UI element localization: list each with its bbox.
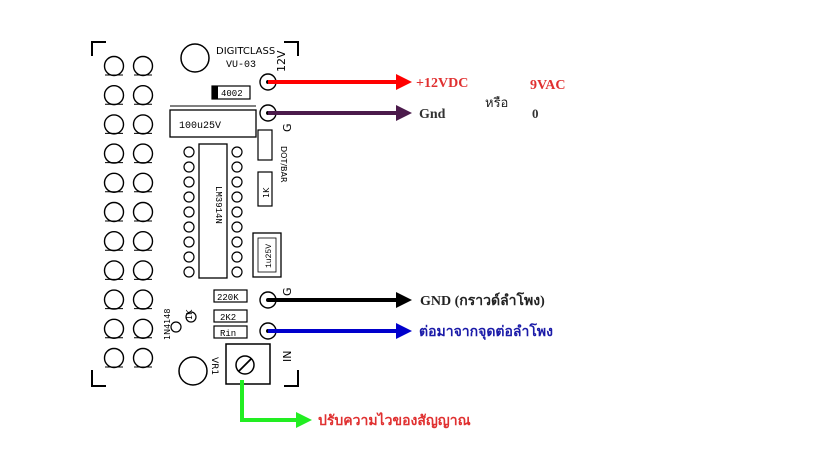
ic-pad: [183, 236, 195, 248]
or-label: หรือ: [485, 95, 508, 111]
ac-value-label: 9VAC: [530, 78, 566, 93]
diode-1n4148-pad: [170, 321, 182, 333]
resistor-220k-label: 220K: [217, 293, 239, 303]
led: [132, 289, 154, 310]
led: [132, 55, 154, 77]
led: [132, 230, 154, 252]
led: [103, 230, 125, 252]
led: [132, 143, 154, 164]
mounting-hole-bottom: [178, 356, 208, 386]
led: [103, 114, 125, 135]
led: [103, 289, 125, 310]
brand-text: DIGITCLASS: [216, 46, 275, 57]
ic-label: LM3914N: [213, 186, 223, 224]
led: [132, 318, 154, 339]
pin-g-bottom-label: G: [281, 287, 294, 296]
resistor-rin-label: Rin: [220, 329, 236, 339]
led: [103, 143, 125, 164]
wire-green: [240, 380, 312, 428]
led: [103, 84, 125, 106]
ic-pad: [231, 146, 243, 158]
resistor-1k-left-pad: [185, 311, 197, 323]
resistor-1k-mid: [257, 171, 273, 207]
potentiometer-knob: [235, 355, 255, 375]
ic-pad: [183, 221, 195, 233]
mounting-hole-top: [180, 43, 210, 73]
led: [132, 260, 154, 281]
capacitor-1u-label: 1u25V: [265, 244, 274, 268]
resistor-1k-mid-label: 1K: [262, 187, 271, 198]
potentiometer-body: [225, 343, 271, 385]
board-outline: [91, 41, 299, 387]
pin-in-label: IN: [281, 351, 294, 362]
wire-red: [268, 74, 412, 90]
diode-1n4148-label: 1N4148: [163, 309, 172, 340]
resistor-220k: [213, 289, 248, 303]
ic-pad: [231, 161, 243, 173]
ic-pad: [183, 176, 195, 188]
ic-pad: [183, 266, 195, 278]
led: [132, 84, 154, 106]
pin-12v-label: 12V: [275, 50, 288, 72]
ic-pad: [183, 251, 195, 263]
led: [103, 318, 125, 339]
ic-pad: [183, 146, 195, 158]
wire-blue: [268, 323, 412, 339]
diode-band: [212, 86, 218, 99]
ic-pad: [183, 191, 195, 203]
dotbar-label: DOT/BAR: [279, 146, 288, 183]
ic-pad: [183, 161, 195, 173]
resistor-2k2-label: 2K2: [220, 313, 236, 323]
led: [132, 172, 154, 194]
pot-note-label: ปรับความไวของสัญญาณ: [318, 411, 471, 429]
led: [132, 114, 154, 135]
ac-zero-label: 0: [532, 106, 539, 121]
resistor-rin: [213, 325, 248, 339]
capacitor-1u-inner: [257, 237, 277, 273]
ic-pad: [231, 251, 243, 263]
led: [103, 260, 125, 281]
resistor-1k-left-label: 1K: [185, 309, 194, 320]
wire-black: [268, 292, 412, 308]
ic-pad: [231, 266, 243, 278]
wire-purple: [268, 105, 412, 121]
led: [103, 347, 125, 369]
ic-pad: [231, 176, 243, 188]
ic-pins: [183, 146, 243, 278]
pin-g-top-label: G: [281, 123, 294, 132]
ic-pad: [183, 206, 195, 218]
ic-pad: [231, 206, 243, 218]
capacitor-100u-label: 100u25V: [179, 121, 221, 132]
potentiometer-slot: [238, 358, 252, 372]
resistor-2k2: [213, 309, 248, 323]
led: [132, 347, 154, 369]
gnd-speaker-label: GND (กราวด์ลำโพง): [420, 291, 545, 309]
led: [103, 55, 125, 77]
led: [132, 201, 154, 223]
in-speaker-label: ต่อมาจากจุดต่อลำโพง: [419, 322, 553, 340]
power-gnd-label: Gnd: [419, 107, 446, 122]
ic-pad: [231, 236, 243, 248]
ic-pad: [231, 191, 243, 203]
diode-4002-label: 4002: [221, 89, 243, 99]
led: [103, 201, 125, 223]
ic-lm3914: [198, 143, 228, 279]
led-array: [103, 55, 154, 369]
model-text: VU-03: [226, 60, 256, 71]
power-plus-label: +12VDC: [416, 76, 468, 91]
capacitor-100u: [169, 109, 257, 138]
ic-pad: [231, 221, 243, 233]
led: [103, 172, 125, 194]
dotbar-jumper: [257, 129, 273, 161]
potentiometer-label: VR1: [209, 357, 219, 375]
